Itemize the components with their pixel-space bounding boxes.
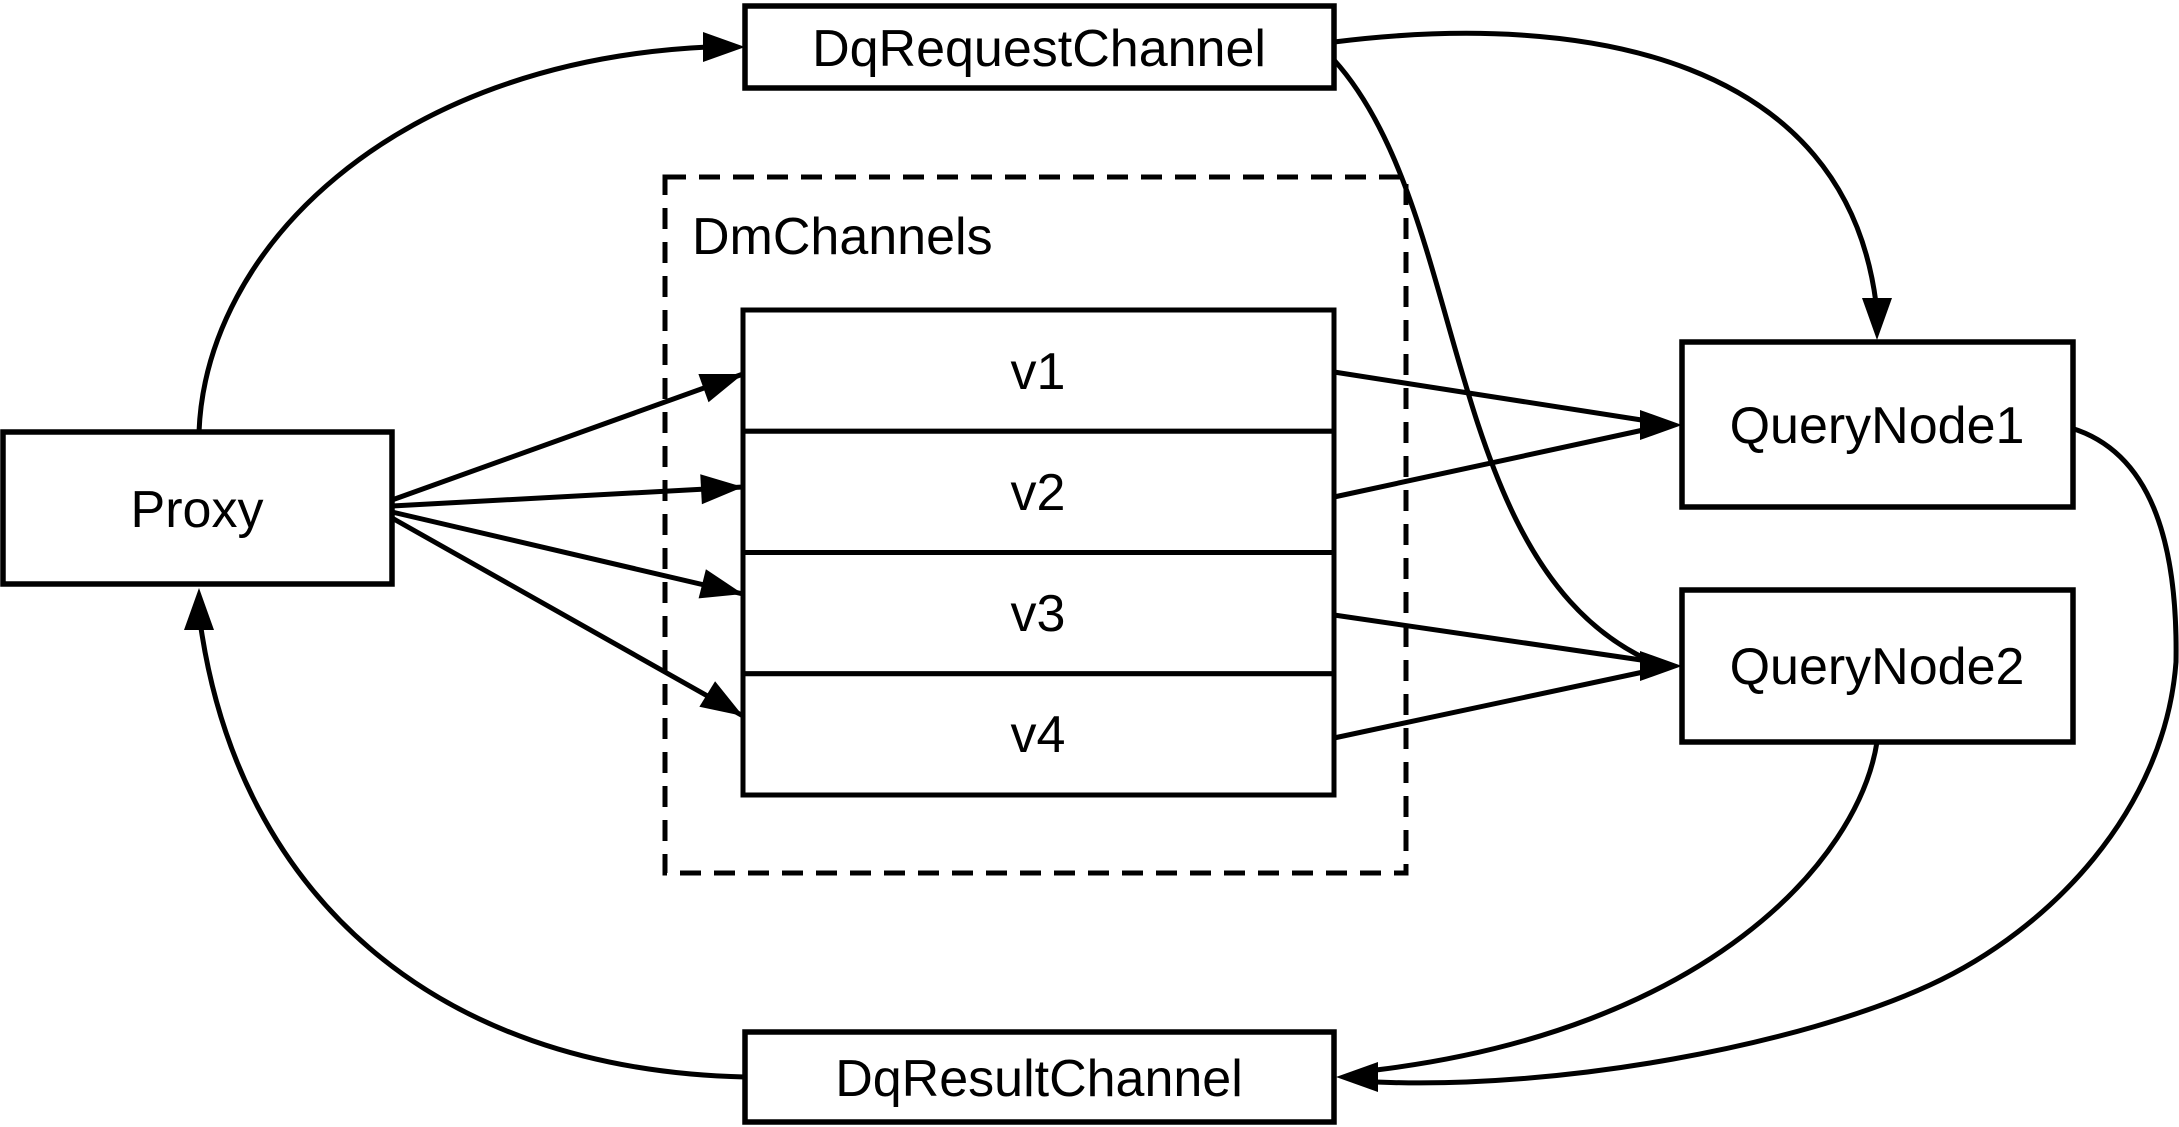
edge-proxy-to-v3: [391, 509, 744, 597]
edge-dqrequestchannel-to-querynode2: [1332, 58, 1648, 662]
arrowhead-into-querynode2-left: [1640, 651, 1682, 681]
edge-v4-to-querynode2: [1333, 668, 1649, 741]
edge-dqresultchannel-to-proxy: [198, 627, 746, 1080]
channel-label-v2: v2: [1011, 464, 1066, 522]
edge-dqrequestchannel-to-querynode1: [1333, 30, 1879, 304]
channel-row-v4: [740, 671, 1337, 798]
dq-result-channel-label: DqResultChannel: [835, 1050, 1243, 1108]
dm-channels-dashed-box: [662, 174, 1409, 876]
arrowhead-into-v4: [699, 681, 743, 716]
node-query-node1: QueryNode1: [1679, 339, 2076, 510]
channel-table: v1 v2 v3 v4: [740, 307, 1337, 798]
dq-request-channel-box: [742, 3, 1337, 91]
channel-row-v2: [740, 428, 1337, 555]
edge-proxy-to-v2: [391, 484, 744, 509]
query-node1-box: [1679, 339, 2076, 510]
proxy-label: Proxy: [131, 481, 264, 539]
arrowhead-into-v1: [698, 374, 743, 403]
edge-proxy-to-v1: [391, 371, 744, 503]
query-node2-label: QueryNode2: [1730, 638, 2025, 696]
arrowhead-into-proxy-bottom: [184, 588, 214, 630]
dq-result-channel-box: [742, 1029, 1337, 1125]
arrowhead-into-dqresultchannel: [1336, 1062, 1378, 1092]
dq-request-channel-label: DqRequestChannel: [812, 20, 1266, 78]
edge-v2-to-querynode1: [1333, 426, 1649, 500]
node-proxy: Proxy: [0, 429, 395, 587]
node-dq-request-channel: DqRequestChannel: [742, 3, 1337, 91]
arrowhead-into-v3: [698, 569, 743, 599]
channel-label-v3: v3: [1011, 585, 1066, 643]
query-node1-label: QueryNode1: [1730, 397, 2025, 455]
edge-v1-to-querynode1: [1333, 369, 1649, 424]
arrowheads: [184, 32, 1892, 1092]
channel-label-v1: v1: [1011, 343, 1066, 401]
channel-label-v4: v4: [1011, 706, 1066, 764]
edge-v3-to-querynode2: [1333, 612, 1649, 664]
edge-querynode2-to-dqresultchannel: [1375, 741, 1880, 1073]
edge-proxy-to-v4: [390, 515, 745, 719]
dm-channels-label: DmChannels: [692, 208, 993, 266]
edges: [196, 30, 2179, 1086]
edge-proxy-to-dqrequestchannel: [196, 44, 709, 433]
query-node2-box: [1679, 587, 2076, 745]
arrowhead-into-querynode1-left: [1640, 410, 1682, 440]
node-dq-result-channel: DqResultChannel: [742, 1029, 1337, 1125]
arrowhead-into-querynode1-top: [1862, 298, 1892, 340]
proxy-box: [0, 429, 395, 587]
edge-querynode1-to-dqresultchannel: [1375, 425, 2179, 1086]
arrowhead-into-dqrequestchannel: [703, 32, 745, 62]
node-query-node2: QueryNode2: [1679, 587, 2076, 745]
dm-channels-group: DmChannels v1 v2 v3 v4: [662, 174, 1409, 876]
arrowhead-into-v2: [700, 474, 743, 505]
